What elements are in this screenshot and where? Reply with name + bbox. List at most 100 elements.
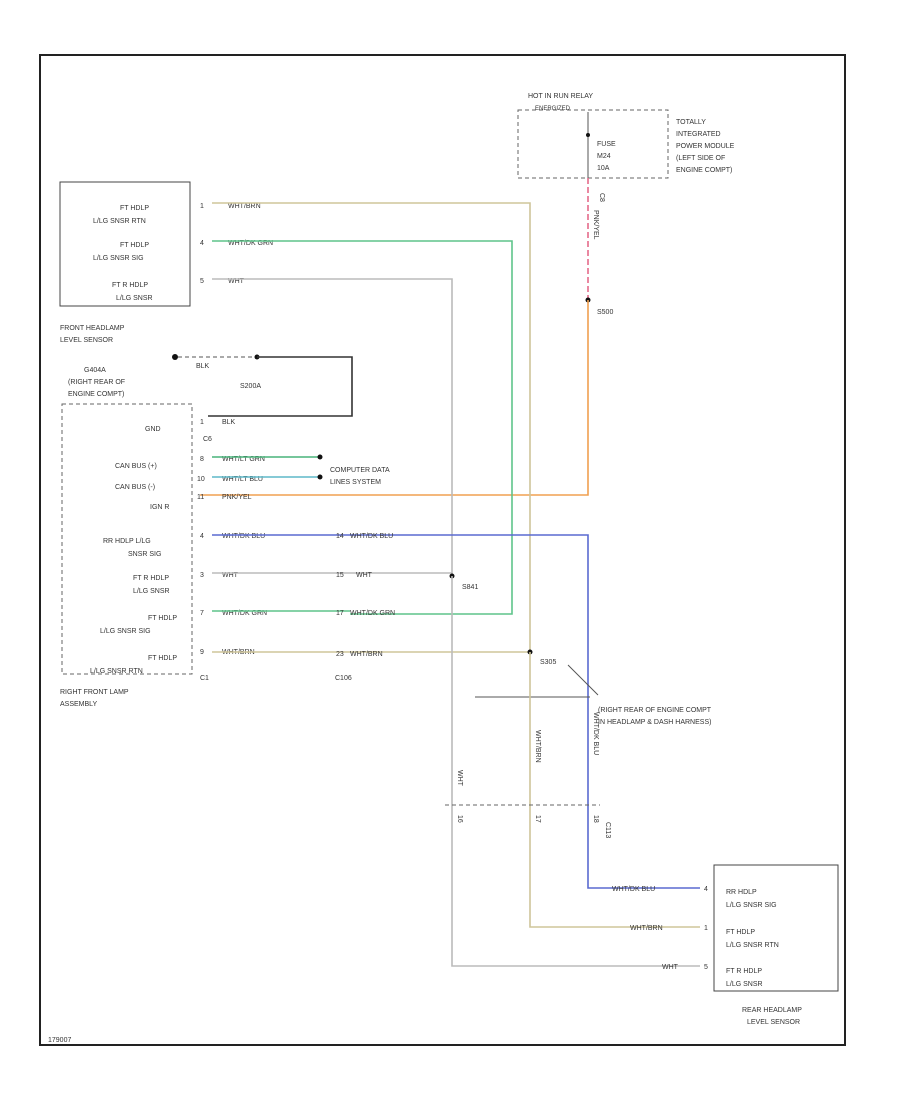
rl-row4-pin: 11 — [197, 494, 204, 501]
front-row3-label-1: FT R HDLP — [112, 282, 148, 289]
rl-row2-label: CAN BUS (+) — [115, 463, 157, 470]
rear-row3-pin: 5 — [704, 964, 708, 971]
rear-row1-pin: 4 — [704, 886, 708, 893]
c113-label: C113 — [604, 822, 611, 838]
rl-row4-wire: PNK/YEL — [222, 494, 252, 501]
module-line-3: POWER MODULE — [676, 143, 735, 150]
rear-row2-pin: 1 — [704, 925, 708, 932]
rl-name-1: RIGHT FRONT LAMP — [60, 689, 129, 696]
ground-wire-label: BLK — [196, 363, 210, 370]
rear-row3-label-2: L/LG SNSR — [726, 981, 763, 988]
rl-row3-wire: WHT/LT BLU — [222, 476, 263, 483]
brn-down-wire — [529, 652, 700, 928]
location-line-1: (RIGHT REAR OF ENGINE COMPT — [598, 707, 712, 714]
rl-row3-label: CAN BUS (-) — [115, 484, 155, 491]
ground-name-2: (RIGHT REAR OF — [68, 379, 125, 386]
rear-sensor-name-2: LEVEL SENSOR — [747, 1019, 800, 1026]
front-row1-pin: 1 — [200, 203, 204, 210]
rear-row2-label-1: FT HDLP — [726, 929, 755, 936]
rear-row3-wire: WHT — [662, 964, 679, 971]
rr-sig-wire — [212, 534, 700, 889]
front-sig-wire — [212, 240, 513, 615]
c106-pin-17: 17 — [336, 610, 344, 617]
rear-row1-label-2: L/LG SNSR SIG — [726, 902, 777, 909]
rl-row3-pin: 10 — [197, 476, 205, 483]
s841-label: S841 — [462, 584, 478, 591]
rl-row6-label-1: FT R HDLP — [133, 575, 169, 582]
rear-sensor-box — [713, 864, 839, 992]
front-row1-label-2: L/LG SNSR RTN — [93, 218, 146, 225]
front-rtn-wire — [212, 202, 531, 652]
front-sensor-name-2: LEVEL SENSOR — [60, 337, 113, 344]
power-module-box — [517, 109, 669, 179]
rl-row4-label: IGN R — [150, 504, 169, 511]
fuse-label-3: 10A — [597, 165, 610, 172]
rear-row2-label-2: L/LG SNSR RTN — [726, 942, 779, 949]
data-lines-2: LINES SYSTEM — [330, 479, 381, 486]
rl-row1-label: GND — [145, 426, 161, 433]
fuse-label-2: M24 — [597, 153, 611, 160]
vwire-brn: WHT/BRN — [534, 730, 541, 763]
relay-title: HOT IN RUN RELAY — [528, 93, 593, 100]
rl-row8-pin: 9 — [200, 649, 204, 656]
diagram-id: 179007 — [48, 1037, 71, 1044]
rl-row5-label-1: RR HDLP L/LG — [103, 538, 151, 545]
rear-row1-wire: WHT/DK BLU — [612, 886, 655, 893]
rl-row1-pin: 1 — [200, 419, 204, 426]
ground-group: BLK S200A G404A (RIGHT REAR OF ENGINE CO… — [68, 354, 353, 417]
c106-wire-17: WHT/DK GRN — [350, 610, 395, 617]
right-lamp-group: C6 C1 GND 1 BLK CAN BUS (+) 8 WHT/LT GRN… — [60, 403, 267, 708]
front-sensor-name-1: FRONT HEADLAMP — [60, 325, 125, 332]
vwire-blu: WHT/DK BLU — [592, 712, 599, 755]
c106-label: C106 — [335, 675, 352, 682]
data-lines-1: COMPUTER DATA — [330, 467, 390, 474]
front-row2-label-2: L/LG SNSR SIG — [93, 255, 144, 262]
vwire-wht: WHT — [456, 770, 463, 787]
relay-sub: ENERGIZED — [535, 106, 571, 112]
c113-pin-16: 16 — [456, 815, 463, 823]
module-line-5: ENGINE COMPT) — [676, 167, 732, 174]
ground-wire — [208, 356, 353, 417]
rl-row5-label-2: SNSR SIG — [128, 551, 161, 558]
rl-row5-pin: 4 — [200, 533, 204, 540]
module-line-1: TOTALLY — [676, 119, 706, 126]
front-snsr-wire — [212, 278, 453, 576]
location-line-2: IN HEADLAMP & DASH HARNESS) — [598, 719, 711, 726]
front-row1-label-1: FT HDLP — [120, 205, 149, 212]
fuse-wire-label: PNK/YEL — [592, 210, 599, 240]
rear-sensor-name-1: REAR HEADLAMP — [742, 1007, 802, 1014]
c106-pin-14: 14 — [336, 533, 344, 540]
rl-row7-label-2: L/LG SNSR SIG — [100, 628, 151, 635]
rear-sensor-group: WHT/DK BLU 4 RR HDLP L/LG SNSR SIG WHT/B… — [612, 864, 839, 1026]
rl-row5-wire: WHT/DK BLU — [222, 533, 265, 540]
rear-row1-label-1: RR HDLP — [726, 889, 757, 896]
front-sensor-group: FT HDLP L/LG SNSR RTN FT HDLP L/LG SNSR … — [59, 181, 273, 344]
s305-label: S305 — [540, 659, 556, 666]
rl-row8-label-2: L/LG SNSR RTN — [90, 668, 143, 675]
right-lamp-box — [61, 403, 193, 675]
rl-row7-pin: 7 — [200, 610, 204, 617]
relay-group: HOT IN RUN RELAY ENERGIZED FUSE M24 10A … — [517, 93, 735, 202]
relay-pin: C8 — [598, 193, 605, 202]
c106-wire-14: WHT/DK BLU — [350, 533, 393, 540]
rl-row2-pin: 8 — [200, 456, 204, 463]
ground-name-1: G404A — [84, 367, 106, 374]
rl-c6-label: C6 — [203, 436, 212, 443]
front-row2-wire: WHT/DK GRN — [228, 240, 273, 247]
front-row1-wire: WHT/BRN — [228, 203, 261, 210]
fuse-label-1: FUSE — [597, 141, 616, 148]
diagram-frame — [39, 54, 846, 1046]
c106-pin-23: 23 — [336, 651, 344, 658]
c113-pin-17: 17 — [534, 815, 541, 823]
can-plus-dot — [317, 454, 323, 460]
s500-label: S500 — [597, 309, 613, 316]
rl-row2-wire: WHT/LT GRN — [222, 456, 265, 463]
front-row2-pin: 4 — [200, 240, 204, 247]
ign-wire — [200, 300, 589, 496]
rl-row6-pin: 3 — [200, 572, 204, 579]
rl-row6-wire: WHT — [222, 572, 239, 579]
rl-c1-label: C1 — [200, 675, 209, 682]
front-sensor-box — [59, 181, 191, 307]
module-line-2: INTEGRATED — [676, 131, 721, 138]
fuse-dot — [586, 133, 590, 137]
